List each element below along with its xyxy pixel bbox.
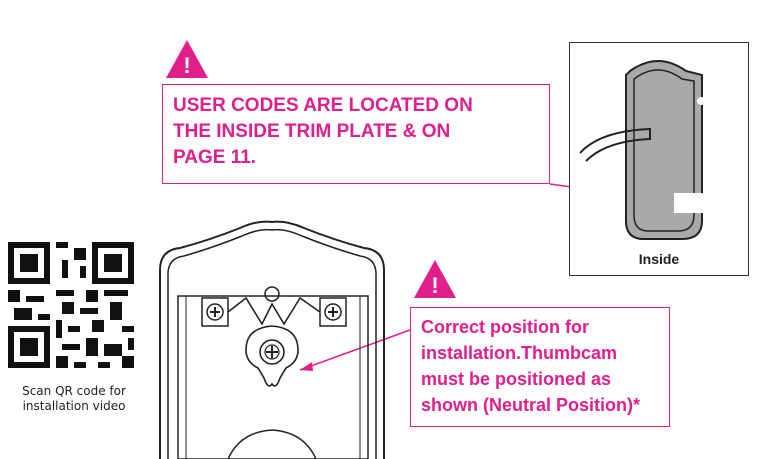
leader-arrowhead [300, 362, 313, 371]
leader-line-thumbcam [299, 329, 411, 371]
screw-icon [206, 303, 224, 321]
callout-line: PAGE 11. [173, 147, 257, 168]
inset-label: Inside [638, 251, 680, 267]
warning-triangle-icon: ! [414, 260, 456, 298]
callout-line: installation.Thumbcam [421, 343, 618, 363]
callout-line: shown (Neutral Position)* [421, 395, 641, 415]
warning-triangle-icon: ! [166, 40, 208, 78]
screw-icon [324, 303, 342, 321]
qr-caption-line: Scan QR code for [22, 384, 126, 398]
inside-trim-plate-illustration [579, 60, 730, 240]
thumbcam-callout: Correct position for installation.Thumbc… [410, 307, 670, 427]
lever-handle [579, 127, 651, 162]
callout-line: Correct position for [421, 317, 590, 337]
warning-glyph: ! [431, 273, 438, 298]
user-codes-callout: USER CODES ARE LOCATED ON THE INSIDE TRI… [162, 84, 550, 184]
qr-caption: Scan QR code for installation video [0, 384, 148, 414]
screw-icon [259, 339, 285, 365]
qr-caption-line: installation video [22, 399, 126, 413]
callout-line: THE INSIDE TRIM PLATE & ON [173, 121, 451, 142]
inside-trim-inset: Inside [569, 42, 749, 276]
qr-code-icon[interactable] [8, 240, 134, 370]
warning-glyph: ! [183, 53, 190, 78]
plate-hole [697, 97, 705, 105]
callout-line: USER CODES ARE LOCATED ON [173, 95, 473, 116]
code-label [674, 193, 730, 213]
callout-line: must be positioned as [421, 369, 612, 389]
lock-body-illustration [159, 220, 385, 459]
